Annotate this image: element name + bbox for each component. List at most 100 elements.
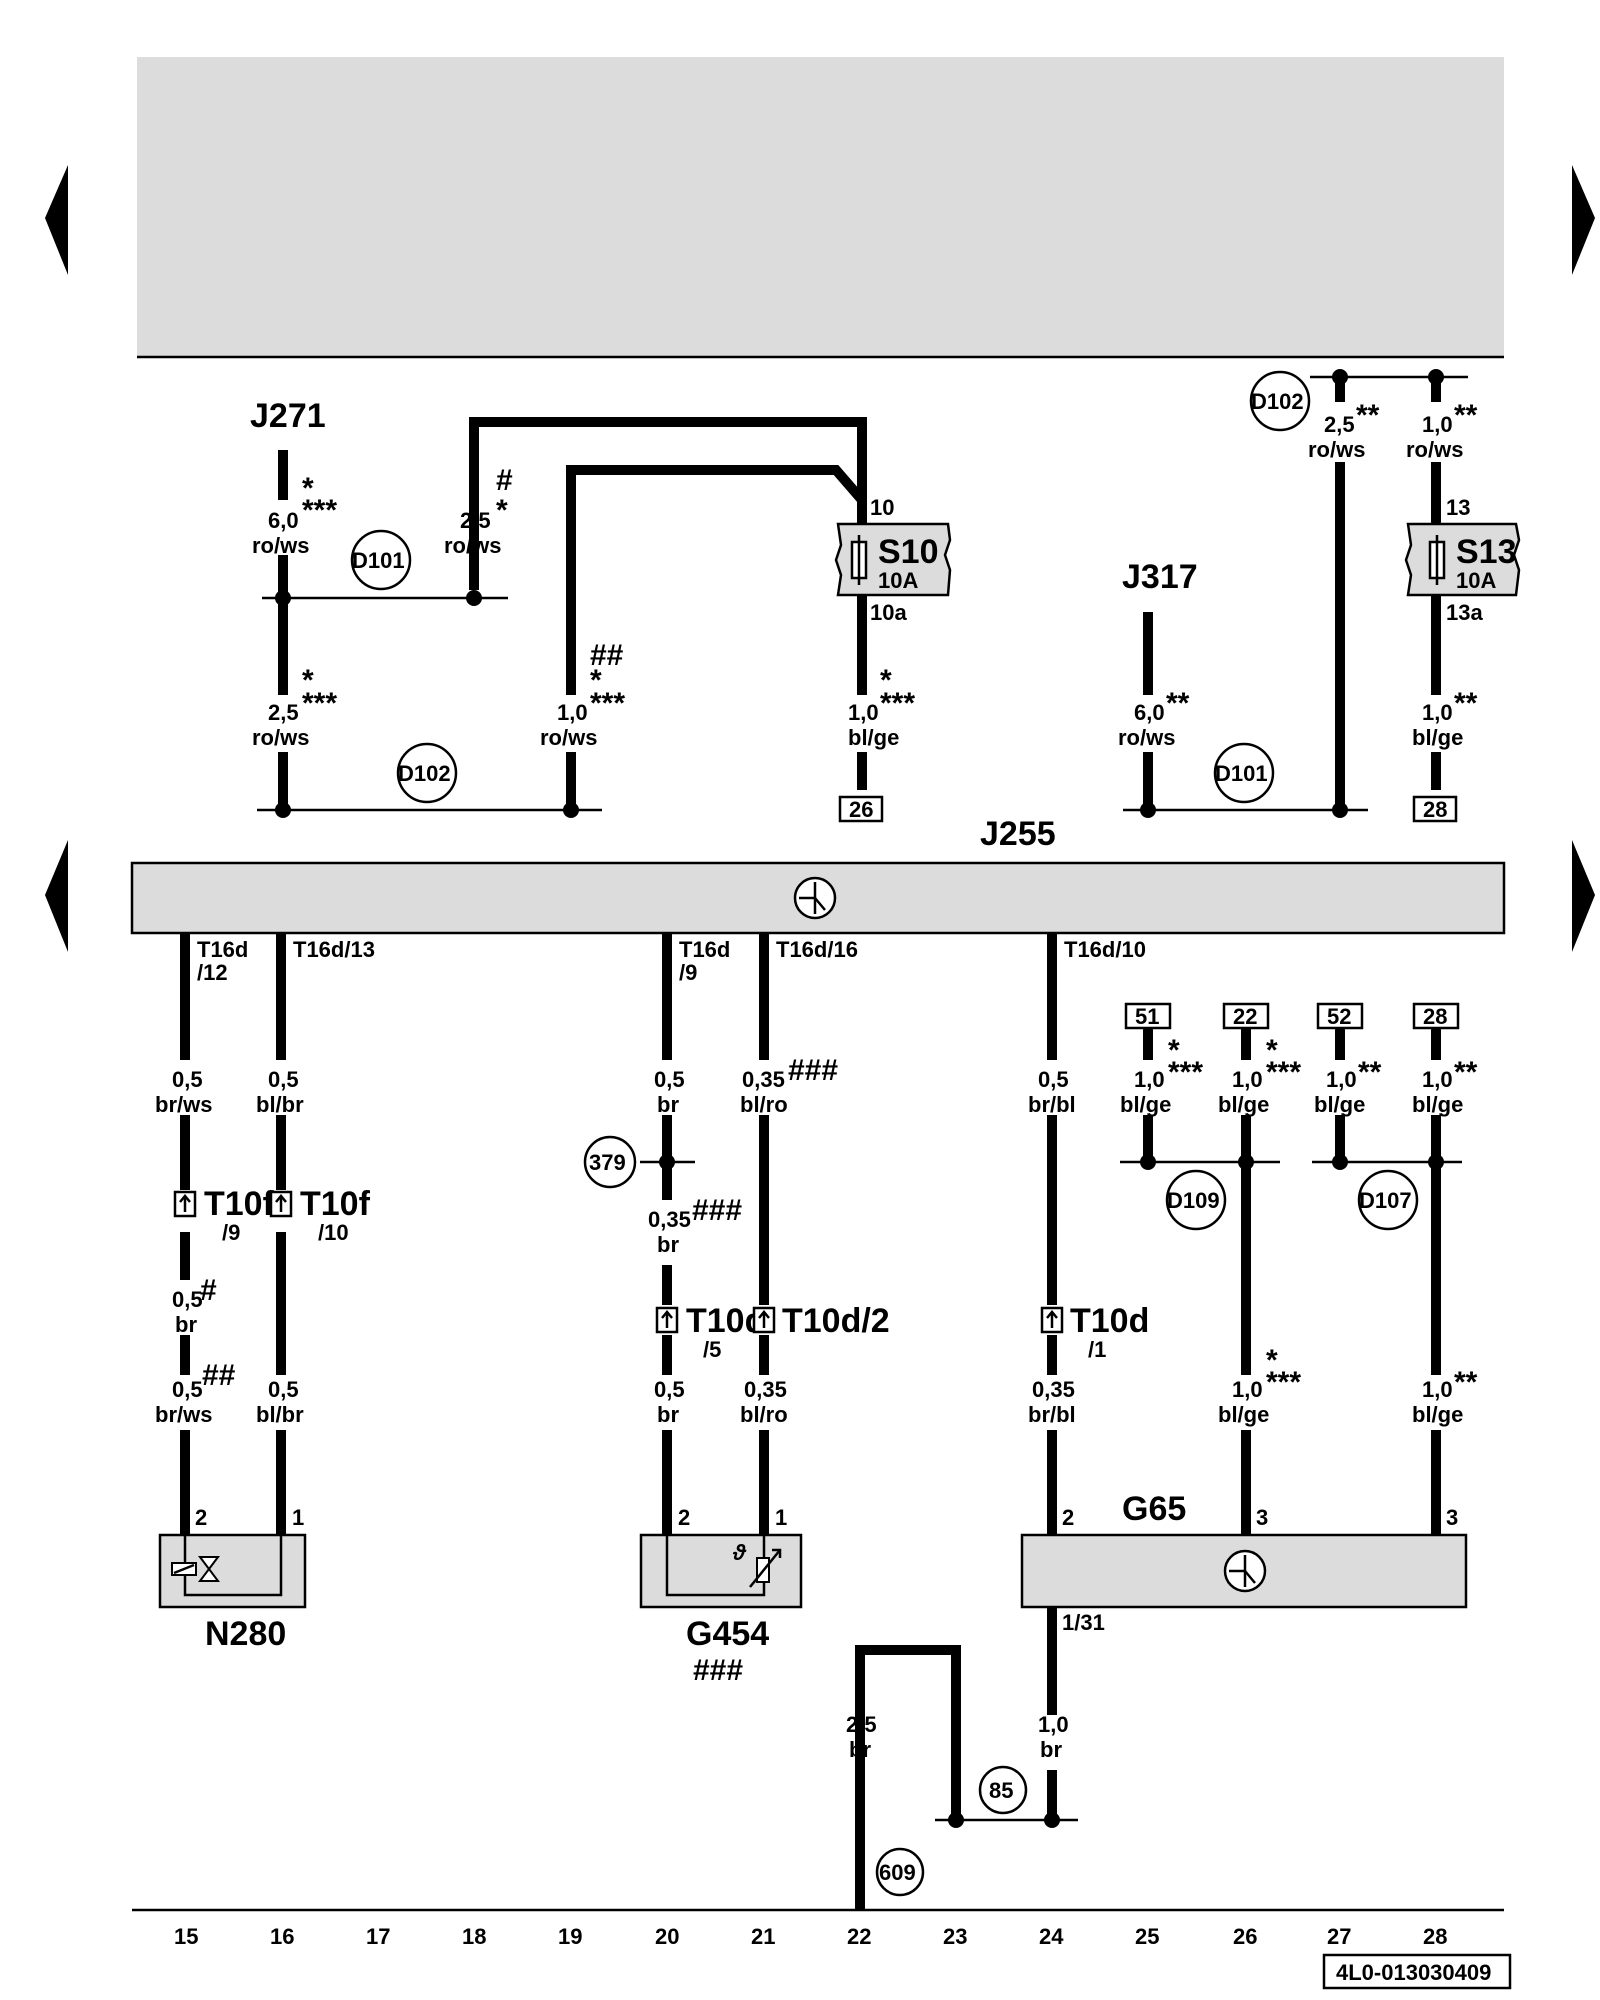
svg-text:D107: D107 [1359, 1188, 1412, 1213]
svg-text:**: ** [1454, 687, 1478, 720]
connector-t10f-9: T10f /9 [173, 1185, 275, 1245]
svg-text:0,35: 0,35 [742, 1067, 785, 1092]
connection-d102-left: D102 [396, 742, 458, 804]
fuse-s13: S13 10A [1404, 522, 1521, 597]
svg-text:1,0: 1,0 [1326, 1067, 1357, 1092]
svg-text:1: 1 [292, 1505, 304, 1530]
svg-text:2,5: 2,5 [1324, 412, 1355, 437]
nav-prev-upper-arrow-icon[interactable] [45, 165, 68, 275]
svg-text:2: 2 [195, 1505, 207, 1530]
j317-label: J317 [1122, 558, 1198, 596]
svg-text:/1: /1 [1088, 1337, 1106, 1362]
relay-carrier-area [137, 57, 1504, 357]
track-number: 18 [462, 1924, 486, 1949]
svg-text:T16d/16: T16d/16 [776, 937, 858, 962]
svg-text:1,0: 1,0 [848, 700, 879, 725]
svg-text:**: ** [1454, 399, 1478, 432]
svg-text:br: br [175, 1312, 197, 1337]
track-number: 24 [1039, 1924, 1064, 1949]
svg-text:**: ** [1454, 1366, 1478, 1399]
svg-text:51: 51 [1135, 1004, 1159, 1029]
svg-text:ϑ: ϑ [732, 1540, 747, 1565]
svg-text:1,0: 1,0 [1422, 700, 1453, 725]
solenoid-valve-n280 [158, 1533, 307, 1609]
ref-52 [1316, 1002, 1364, 1030]
svg-text:*: * [496, 494, 508, 527]
track-number: 21 [751, 1924, 775, 1949]
svg-text:ro/ws: ro/ws [1406, 437, 1463, 462]
track-number: 17 [366, 1924, 390, 1949]
svg-text:0,5: 0,5 [654, 1377, 685, 1402]
svg-text:T10d/2: T10d/2 [782, 1302, 890, 1340]
svg-text:10: 10 [870, 495, 894, 520]
svg-text:2,5: 2,5 [460, 508, 491, 533]
svg-text:1,0: 1,0 [1134, 1067, 1165, 1092]
svg-text:br/bl: br/bl [1028, 1092, 1076, 1117]
svg-text:13a: 13a [1446, 600, 1483, 625]
svg-text:#: # [200, 1274, 217, 1307]
svg-text:0,35: 0,35 [648, 1207, 691, 1232]
connection-d101-left: D101 [350, 529, 412, 591]
connector-t10d-2: T10d/2 [752, 1302, 890, 1340]
doc-number-box [1322, 1953, 1512, 1990]
svg-text:22: 22 [1233, 1004, 1257, 1029]
svg-text:br/bl: br/bl [1028, 1402, 1076, 1427]
nav-next-upper-arrow-icon[interactable] [1572, 165, 1595, 275]
svg-text:***: *** [880, 687, 915, 720]
track-number: 15 [174, 1924, 198, 1949]
svg-text:bl/ro: bl/ro [740, 1092, 788, 1117]
svg-text:D101: D101 [1215, 761, 1268, 786]
svg-text:###: ### [692, 1194, 742, 1227]
connection-d109: D109 [1165, 1169, 1227, 1231]
svg-text:1,0: 1,0 [1422, 1067, 1453, 1092]
track-number: 23 [943, 1924, 967, 1949]
svg-text:***: *** [1168, 1056, 1203, 1089]
svg-text:ro/ws: ro/ws [444, 533, 501, 558]
svg-text:85: 85 [989, 1778, 1013, 1803]
svg-text:##: ## [202, 1359, 236, 1392]
svg-text:1,0: 1,0 [1232, 1377, 1263, 1402]
connection-d101-right: D101 [1213, 742, 1275, 804]
svg-text:1,0: 1,0 [1038, 1712, 1069, 1737]
svg-text:2,5: 2,5 [846, 1712, 877, 1737]
svg-text:0,5: 0,5 [172, 1287, 203, 1312]
svg-text:*: * [590, 664, 602, 697]
nav-next-lower-arrow-icon[interactable] [1572, 840, 1595, 952]
svg-text:13: 13 [1446, 495, 1470, 520]
connector-t10d-1: T10d /1 [1040, 1302, 1149, 1362]
svg-text:T16d/13: T16d/13 [293, 937, 375, 962]
svg-text:/9: /9 [679, 960, 697, 985]
svg-text:3: 3 [1256, 1505, 1268, 1530]
track-number: 25 [1135, 1924, 1159, 1949]
svg-text:1/31: 1/31 [1062, 1610, 1105, 1635]
svg-text:T16d: T16d [197, 937, 248, 962]
svg-text:6,0: 6,0 [1134, 700, 1165, 725]
svg-text:ro/ws: ro/ws [252, 725, 309, 750]
nav-prev-lower-arrow-icon[interactable] [45, 840, 68, 952]
svg-text:0,5: 0,5 [654, 1067, 685, 1092]
svg-text:1,0: 1,0 [1232, 1067, 1263, 1092]
connection-d102-right: D102 [1249, 370, 1311, 432]
svg-text:br: br [1040, 1737, 1062, 1762]
svg-text:0,35: 0,35 [744, 1377, 787, 1402]
svg-text:10A: 10A [878, 568, 918, 593]
svg-text:br: br [657, 1232, 679, 1257]
svg-text:D102: D102 [1251, 389, 1304, 414]
svg-text:28: 28 [1423, 797, 1447, 822]
svg-text:D102: D102 [398, 761, 451, 786]
svg-text:28: 28 [1423, 1004, 1447, 1029]
svg-text:*: * [1266, 1034, 1278, 1067]
svg-text:bl/ge: bl/ge [1412, 1092, 1463, 1117]
svg-text:0,5: 0,5 [268, 1067, 299, 1092]
svg-text:1,0: 1,0 [1422, 412, 1453, 437]
svg-text:bl/ge: bl/ge [848, 725, 899, 750]
svg-text:br: br [657, 1092, 679, 1117]
svg-text:*: * [1266, 1344, 1278, 1377]
svg-text:0,35: 0,35 [1032, 1377, 1075, 1402]
svg-text:br/ws: br/ws [155, 1402, 212, 1427]
track-number: 27 [1327, 1924, 1351, 1949]
svg-text:0,5: 0,5 [172, 1067, 203, 1092]
track-number: 28 [1423, 1924, 1447, 1949]
svg-text:***: *** [302, 494, 337, 527]
